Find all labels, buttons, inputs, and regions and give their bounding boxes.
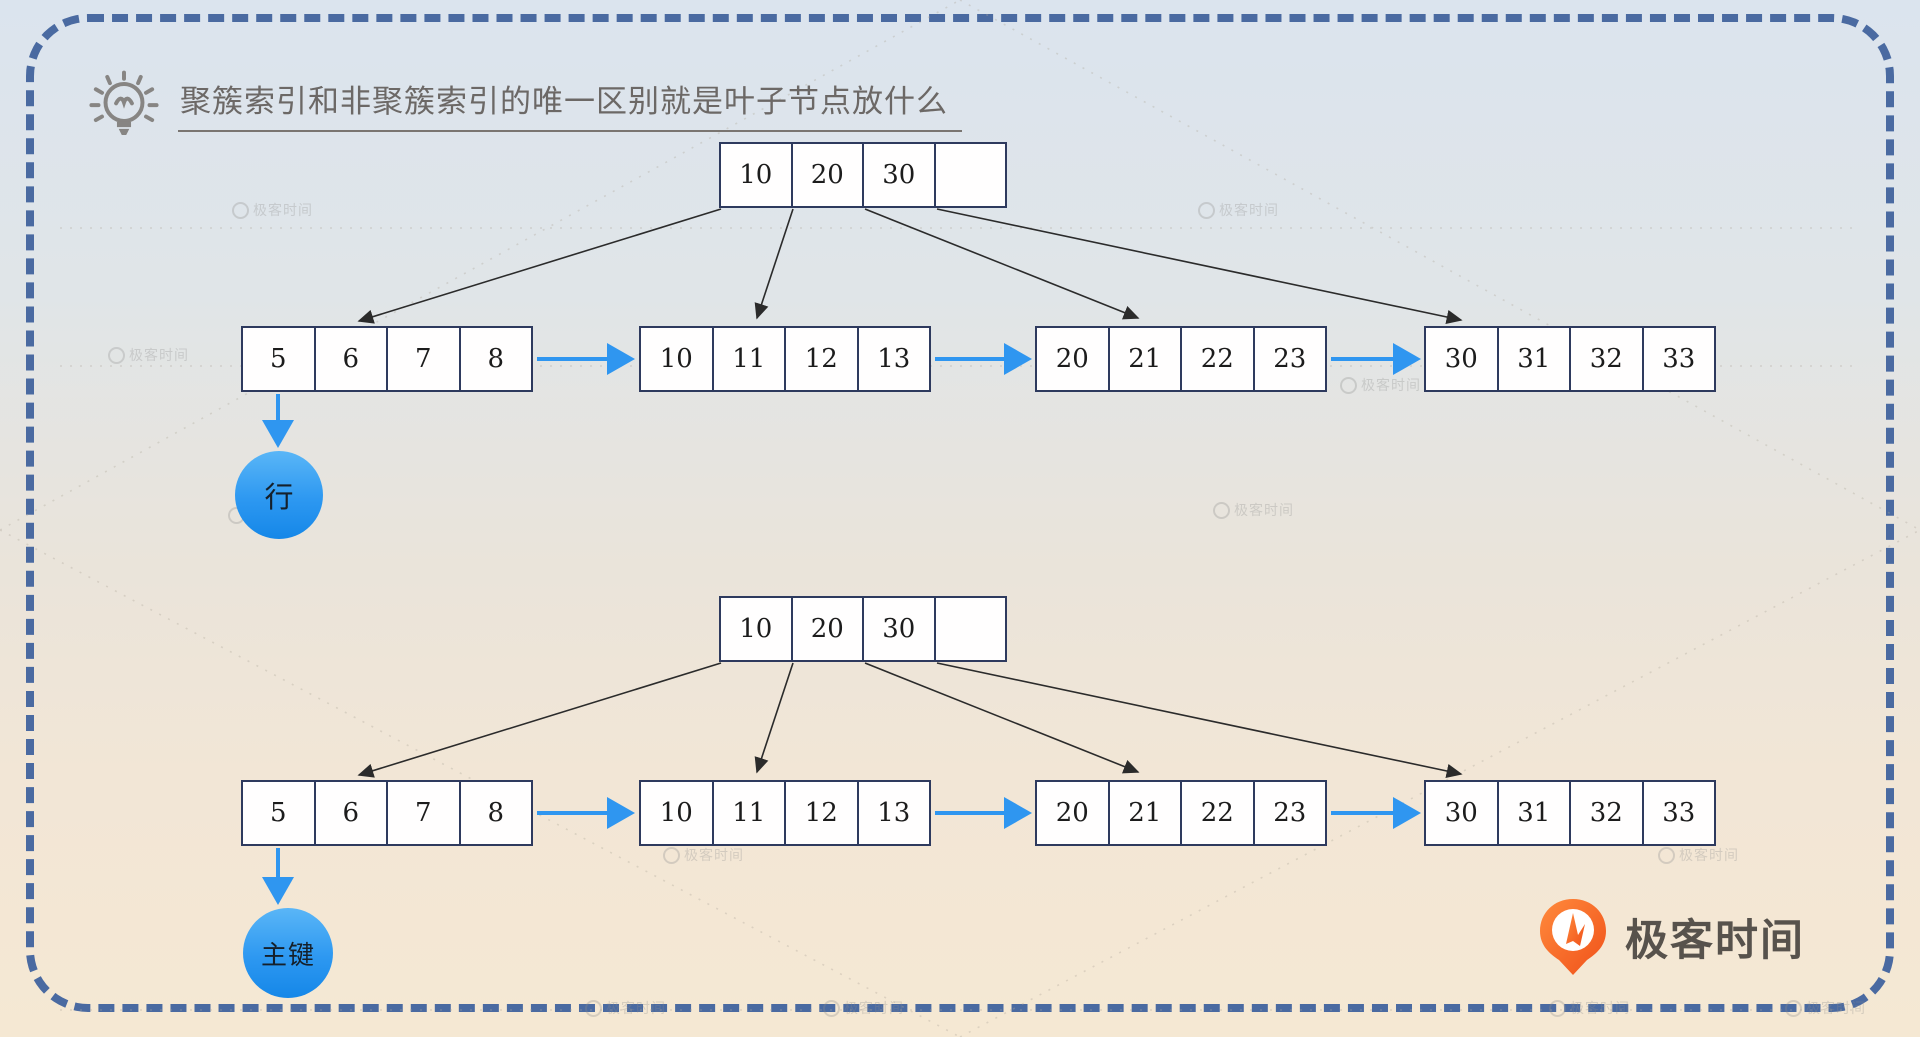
geektime-q-icon: [585, 999, 602, 1017]
watermark-text: 极客时间: [1361, 377, 1421, 393]
tree2-root-cell: 30: [862, 598, 934, 660]
watermark-text: 极客时间: [1234, 502, 1294, 518]
geektime-watermark: 极客时间: [663, 845, 744, 865]
leaf-cell: 21: [1107, 782, 1181, 844]
tree2-leaf-node: 30 31 32 33: [1424, 780, 1716, 846]
watermark-text: 极客时间: [1806, 1000, 1866, 1016]
leaf-cell: 11: [711, 328, 785, 390]
leaf-cell: 22: [1180, 782, 1253, 844]
watermark-text: 极客时间: [1219, 202, 1279, 218]
leaf-cell: 23: [1252, 782, 1326, 844]
tree2-root-cell: [933, 598, 1006, 660]
watermark-text: 极客时间: [844, 1000, 904, 1016]
leaf-cell: 30: [1444, 798, 1478, 828]
tree1-leaf-node: 30 31 32 33: [1424, 326, 1716, 392]
geektime-watermark: 极客时间: [1340, 375, 1421, 395]
geektime-watermark: 极客时间: [232, 200, 313, 220]
geektime-q-icon: [232, 201, 249, 219]
leaf-cell: 32: [1569, 328, 1642, 390]
geektime-watermark: 极客时间: [1198, 200, 1279, 220]
tree2-leaf-node: 10 11 12 13: [639, 780, 931, 846]
tree1-root-cell: 20: [790, 144, 863, 206]
leaf-cell: 20: [1055, 798, 1089, 828]
watermark-text: 极客时间: [253, 202, 313, 218]
tree2-leaf-pointer-label: 主键: [260, 939, 315, 970]
leaf-cell: 12: [784, 328, 857, 390]
tree1-root-node: 10 20 30: [719, 142, 1007, 208]
geektime-watermark: 极客时间: [1785, 998, 1866, 1018]
leaf-cell: 12: [784, 782, 857, 844]
leaf-cell: 8: [458, 782, 532, 844]
tree2-leaf-node: 20 21 22 23: [1035, 780, 1327, 846]
leaf-cell: 31: [1496, 328, 1570, 390]
watermark-text: 极客时间: [1679, 847, 1739, 863]
tree2-root-node: 10 20 30: [719, 596, 1007, 662]
geektime-logo-text: 极客时间: [1625, 917, 1805, 965]
leaf-cell: 6: [313, 782, 387, 844]
tree2-leaf-pointer-bubble: 主键: [243, 908, 333, 998]
geektime-q-icon: [663, 846, 680, 864]
tree2-root-cell: 20: [790, 598, 863, 660]
leaf-cell: 33: [1641, 328, 1715, 390]
watermark-text: 极客时间: [606, 1000, 666, 1016]
leaf-cell: 22: [1180, 328, 1253, 390]
tree2-root-cell: 10: [739, 614, 773, 644]
geektime-q-icon: [1198, 201, 1215, 219]
leaf-cell: 32: [1569, 782, 1642, 844]
leaf-cell: 21: [1107, 328, 1181, 390]
geektime-q-icon: [1213, 501, 1230, 519]
leaf-cell: 10: [659, 798, 693, 828]
tree1-leaf-node: 5 6 7 8: [241, 326, 533, 392]
geektime-logo: 极客时间: [1537, 897, 1805, 977]
tree1-edges: [357, 208, 1463, 325]
geektime-watermark: 极客时间: [1549, 998, 1630, 1018]
leaf-cell: 33: [1641, 782, 1715, 844]
leaf-cell: 31: [1496, 782, 1570, 844]
leaf-cell: 7: [386, 328, 459, 390]
geektime-q-icon: [1785, 999, 1802, 1017]
watermark-text: 极客时间: [1570, 1000, 1630, 1016]
tree1-leaf-node: 10 11 12 13: [639, 326, 931, 392]
leaf-cell: 30: [1444, 344, 1478, 374]
geektime-watermark: 极客时间: [108, 345, 189, 365]
lightbulb-icon: [89, 70, 159, 136]
geektime-q-icon: [1340, 376, 1357, 394]
geektime-watermark: 极客时间: [1658, 845, 1739, 865]
leaf-cell: 6: [313, 328, 387, 390]
leaf-cell: 23: [1252, 328, 1326, 390]
leaf-cell: 8: [458, 328, 532, 390]
leaf-cell: 13: [856, 328, 930, 390]
geektime-watermark: 极客时间: [585, 998, 666, 1018]
tree1-root-cell: 10: [739, 160, 773, 190]
tree1-root-cell: [933, 144, 1006, 206]
watermark-text: 极客时间: [684, 847, 744, 863]
leaf-cell: 13: [856, 782, 930, 844]
geektime-q-icon: [1658, 846, 1675, 864]
tree1-leaf-node: 20 21 22 23: [1035, 326, 1327, 392]
geektime-q-icon: [1540, 899, 1606, 975]
leaf-cell: 10: [659, 344, 693, 374]
leaf-cell: 5: [269, 798, 287, 828]
geektime-watermark: 极客时间: [1213, 500, 1294, 520]
page-title: 聚簇索引和非聚簇索引的唯一区别就是叶子节点放什么: [178, 76, 962, 132]
leaf-cell: 5: [269, 344, 287, 374]
leaf-cell: 7: [386, 782, 459, 844]
tree1-leaf-pointer-label: 行: [264, 482, 294, 514]
tree1-leaf-pointer-bubble: 行: [235, 451, 323, 539]
leaf-cell: 11: [711, 782, 785, 844]
tree2-edges: [357, 662, 1463, 779]
geektime-q-icon: [1549, 999, 1566, 1017]
geektime-q-icon: [823, 999, 840, 1017]
geektime-watermark: 极客时间: [823, 998, 904, 1018]
hint-header: 聚簇索引和非聚簇索引的唯一区别就是叶子节点放什么: [80, 62, 962, 150]
tree2-leaf-node: 5 6 7 8: [241, 780, 533, 846]
watermark-text: 极客时间: [129, 347, 189, 363]
leaf-cell: 20: [1055, 344, 1089, 374]
geektime-q-icon: [108, 346, 125, 364]
tree1-root-cell: 30: [862, 144, 934, 206]
